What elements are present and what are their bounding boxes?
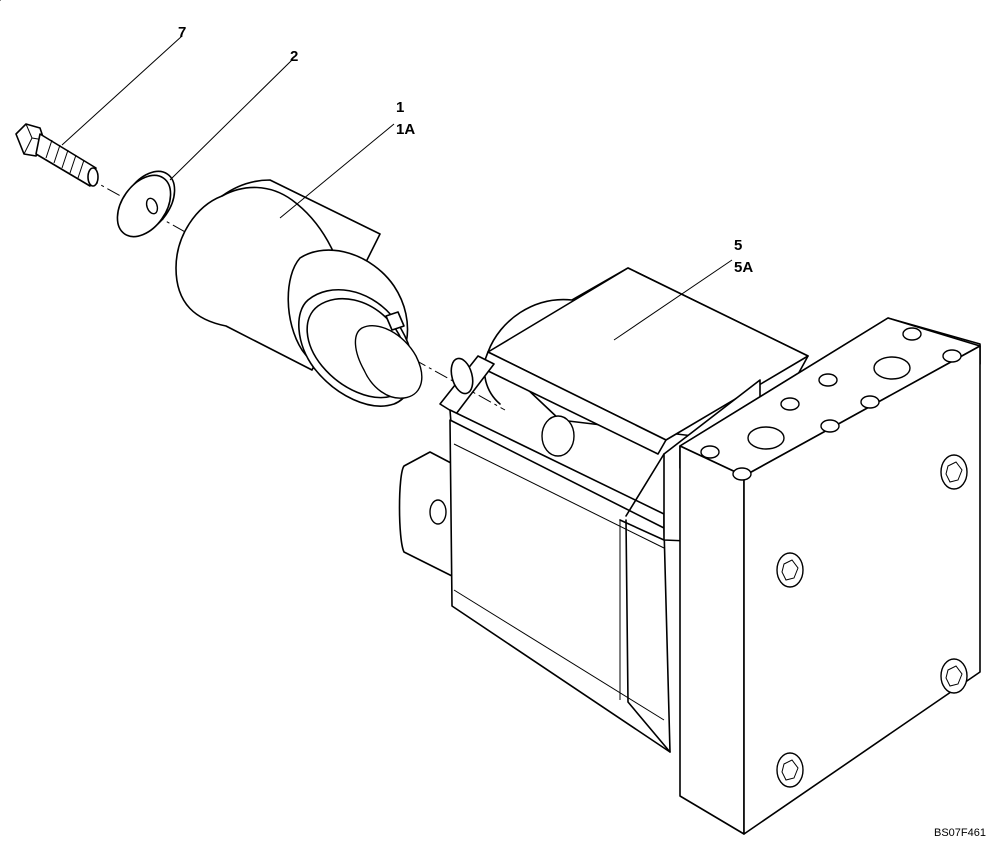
socket-screw-bottom-right xyxy=(940,658,968,694)
callout-motor-alt: 5A xyxy=(734,259,753,276)
socket-screw-top-right xyxy=(940,454,968,490)
callout-coupling-alt: 1A xyxy=(396,121,415,138)
socket-screw-mid-left xyxy=(776,552,804,588)
coupling-part-1 xyxy=(175,179,423,407)
callout-bolt: 7 xyxy=(178,24,186,41)
callout-washer: 2 xyxy=(290,48,298,65)
leader-line-1 xyxy=(279,123,395,219)
socket-screw-bottom-left xyxy=(776,752,804,788)
leader-line-7 xyxy=(61,35,183,146)
washer-part-2 xyxy=(116,170,176,238)
callout-coupling: 1 xyxy=(396,99,404,116)
figure-code: BS07F461 xyxy=(934,827,986,839)
callout-motor: 5 xyxy=(734,237,742,254)
manifold-block xyxy=(679,317,981,835)
leader-line-5 xyxy=(613,259,733,341)
leader-line-2 xyxy=(169,59,293,181)
bolt-part-7 xyxy=(15,123,99,187)
